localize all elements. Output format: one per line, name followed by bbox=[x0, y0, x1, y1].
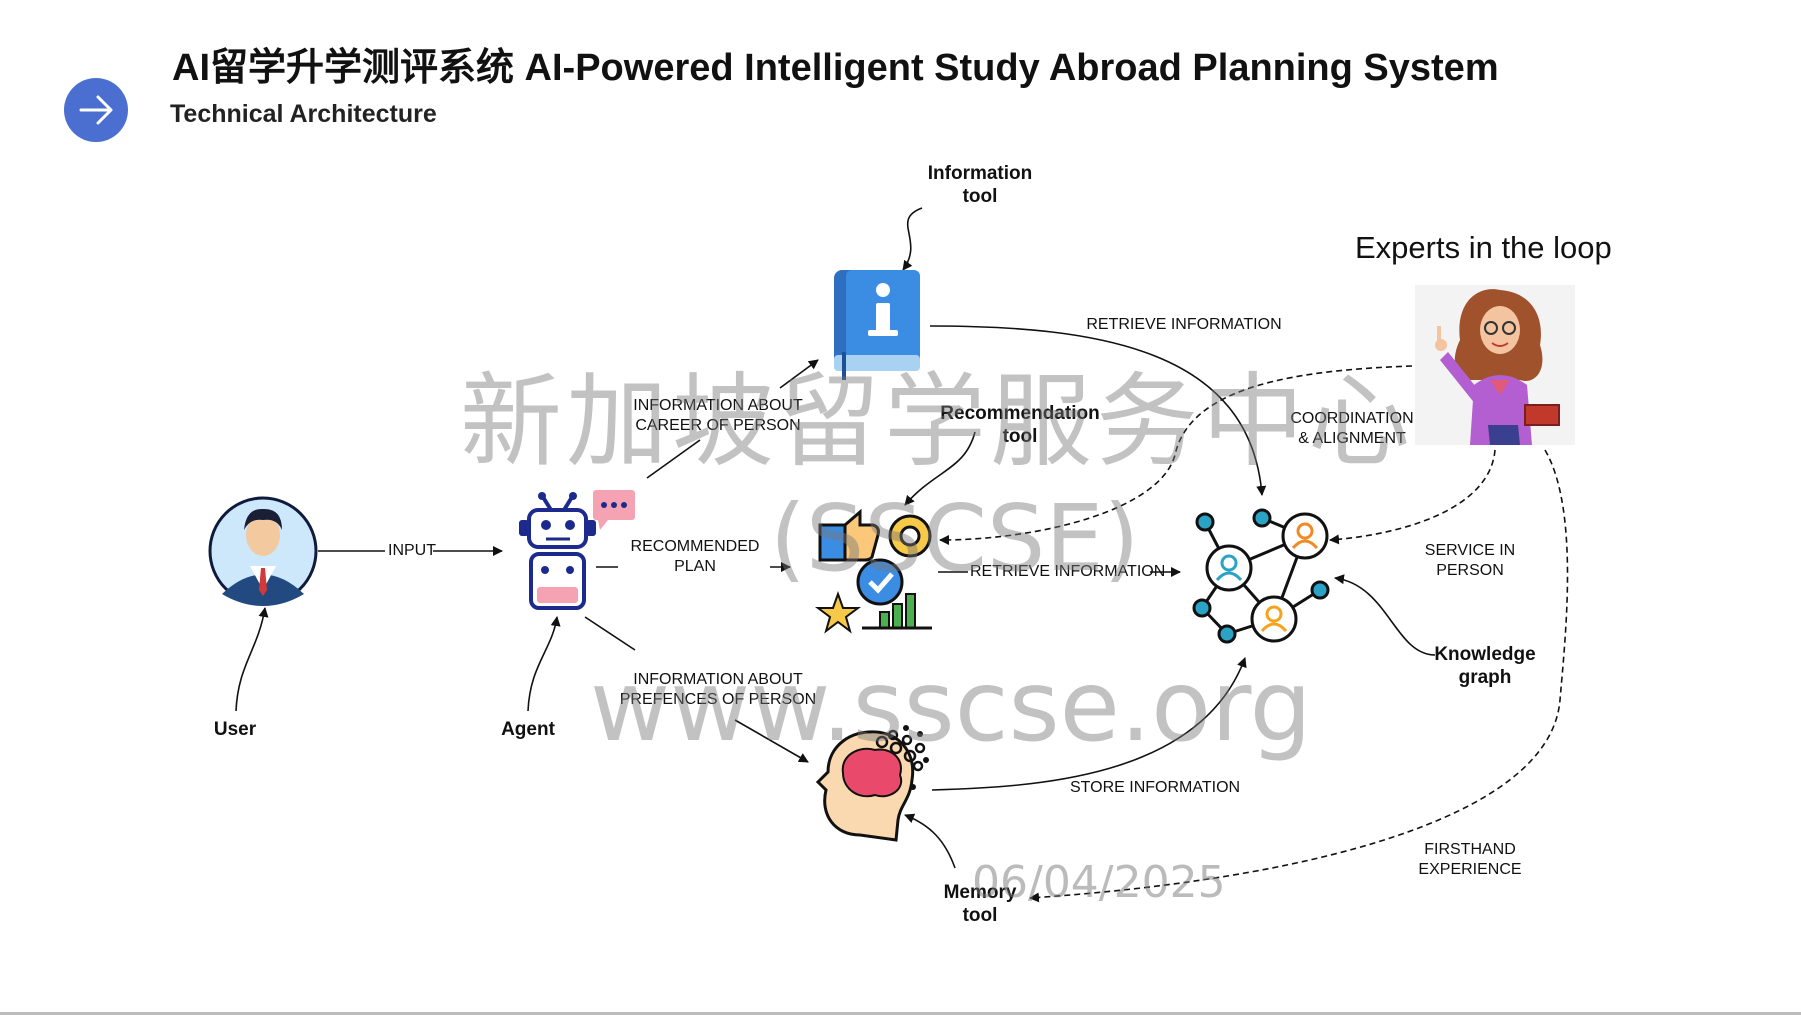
knowledge-graph-label: Knowledge graph bbox=[1434, 644, 1536, 688]
preferences-line-upper bbox=[584, 616, 636, 651]
memory-tool-label: Memory tool bbox=[943, 882, 1017, 926]
experts-in-loop-label: Experts in the loop bbox=[1355, 230, 1612, 265]
user-label: User bbox=[213, 719, 257, 740]
retrieve-top-arrow bbox=[929, 325, 1267, 496]
agent-pointer bbox=[527, 616, 561, 712]
watermark-cn: 新加坡留学服务中心 bbox=[460, 363, 1414, 482]
service-arrow bbox=[1329, 449, 1496, 545]
rec-tool-pointer bbox=[904, 431, 976, 506]
firsthand-arrow bbox=[1029, 449, 1569, 903]
preferences-arrow bbox=[734, 719, 809, 763]
career-arrow bbox=[779, 359, 819, 389]
edge-service-label: SERVICE IN PERSON bbox=[1424, 542, 1516, 579]
edge-retrieve-top-label: RETRIEVE INFORMATION bbox=[1086, 316, 1282, 333]
information-book-icon bbox=[834, 270, 920, 380]
bottom-divider bbox=[0, 1012, 1801, 1015]
memory-brain-icon bbox=[815, 725, 929, 842]
kg-pointer bbox=[1334, 574, 1436, 656]
info-tool-pointer bbox=[902, 207, 923, 271]
edge-recommended-plan-label: RECOMMENDED PLAN bbox=[630, 538, 760, 575]
recommendation-tool-label: Recommendation tool bbox=[940, 403, 1100, 447]
knowledge-graph-icon bbox=[1192, 508, 1330, 644]
arrow-right-icon bbox=[79, 95, 113, 125]
edge-coordination-label: COORDINATION & ALIGNMENT bbox=[1290, 410, 1414, 447]
career-line-lower bbox=[646, 439, 701, 479]
watermark-abbrev: (SSCSE) bbox=[770, 485, 1140, 592]
edge-career-label: INFORMATION ABOUT CAREER OF PERSON bbox=[633, 397, 803, 434]
edge-retrieve-mid-label: RETRIEVE INFORMATION bbox=[970, 563, 1166, 580]
edge-input-label: INPUT bbox=[388, 542, 436, 559]
agent-label: Agent bbox=[501, 719, 555, 740]
store-arrow bbox=[931, 657, 1247, 791]
edge-preferences-label: INFORMATION ABOUT PREFENCES OF PERSON bbox=[619, 671, 817, 708]
expert-teacher-illustration bbox=[1415, 285, 1575, 445]
page-title: AI留学升学测评系统 AI-Powered Intelligent Study … bbox=[172, 47, 1499, 89]
agent-robot-icon bbox=[519, 490, 635, 610]
information-tool-label: Information tool bbox=[927, 163, 1033, 207]
page-subtitle: Technical Architecture bbox=[170, 100, 437, 128]
watermark-date: 06/04/2025 bbox=[972, 857, 1226, 908]
user-pointer bbox=[235, 607, 269, 712]
edge-firsthand-label: FIRSTHAND EXPERIENCE bbox=[1418, 841, 1522, 878]
watermark-url: www.sscse.org bbox=[590, 650, 1312, 764]
memory-tool-pointer bbox=[904, 813, 956, 869]
edge-store-label: STORE INFORMATION bbox=[1070, 779, 1241, 796]
user-avatar-icon bbox=[208, 496, 318, 606]
arrow-nav-button[interactable] bbox=[64, 78, 128, 142]
coordination-arrow bbox=[939, 365, 1413, 545]
recommendation-icon bbox=[815, 508, 932, 634]
